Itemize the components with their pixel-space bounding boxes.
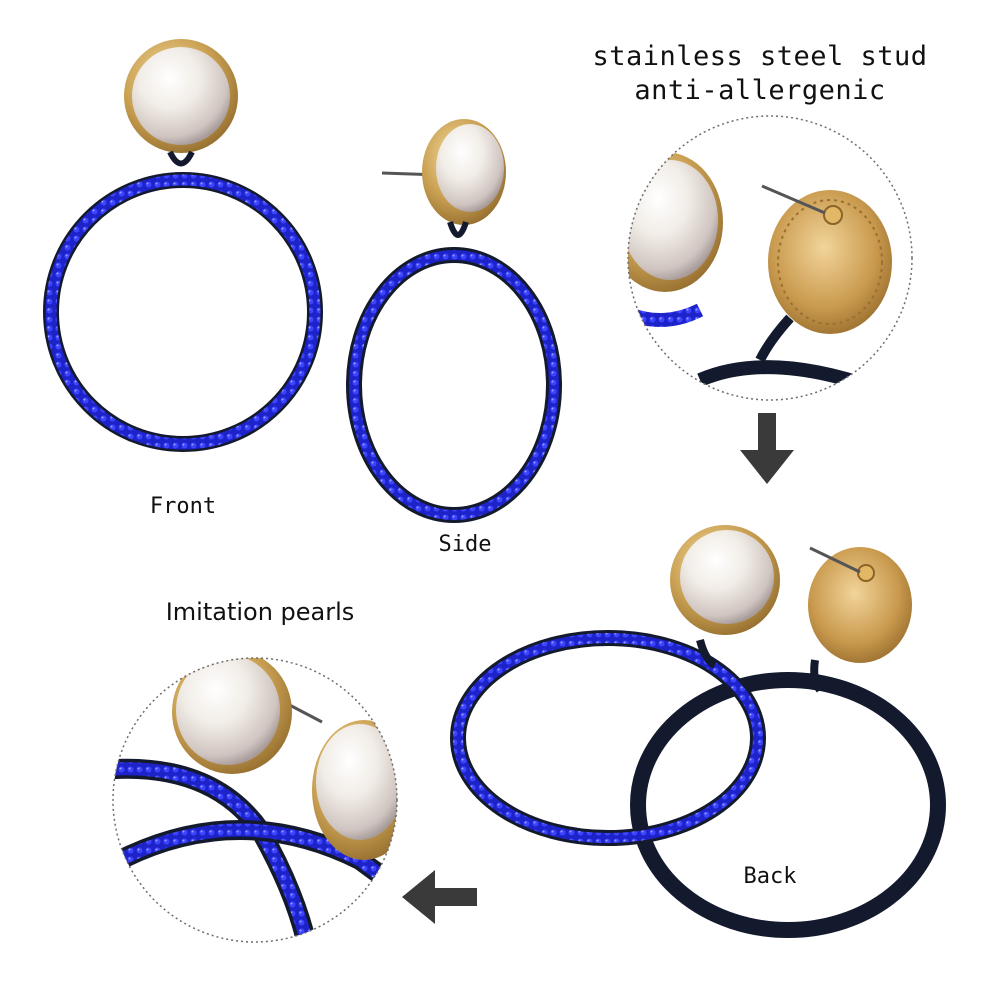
front-earring [43,39,323,452]
pearl-detail-circle [112,657,398,943]
front-label: Front [149,494,217,519]
stud-caption-line2: anti-allergenic [634,75,886,106]
arrow-left-icon [402,870,477,924]
stud-detail-circle [627,115,913,401]
stud-caption: stainless steel stud anti-allergenic [560,40,960,108]
arrow-down-icon [740,413,794,484]
imitation-pearls-label: Imitation pearls [165,598,355,626]
back-label: Back [743,864,797,889]
stud-caption-line1: stainless steel stud [592,41,928,72]
side-label: Side [438,532,492,557]
side-earring [346,119,562,523]
back-earring-pair [450,525,946,938]
